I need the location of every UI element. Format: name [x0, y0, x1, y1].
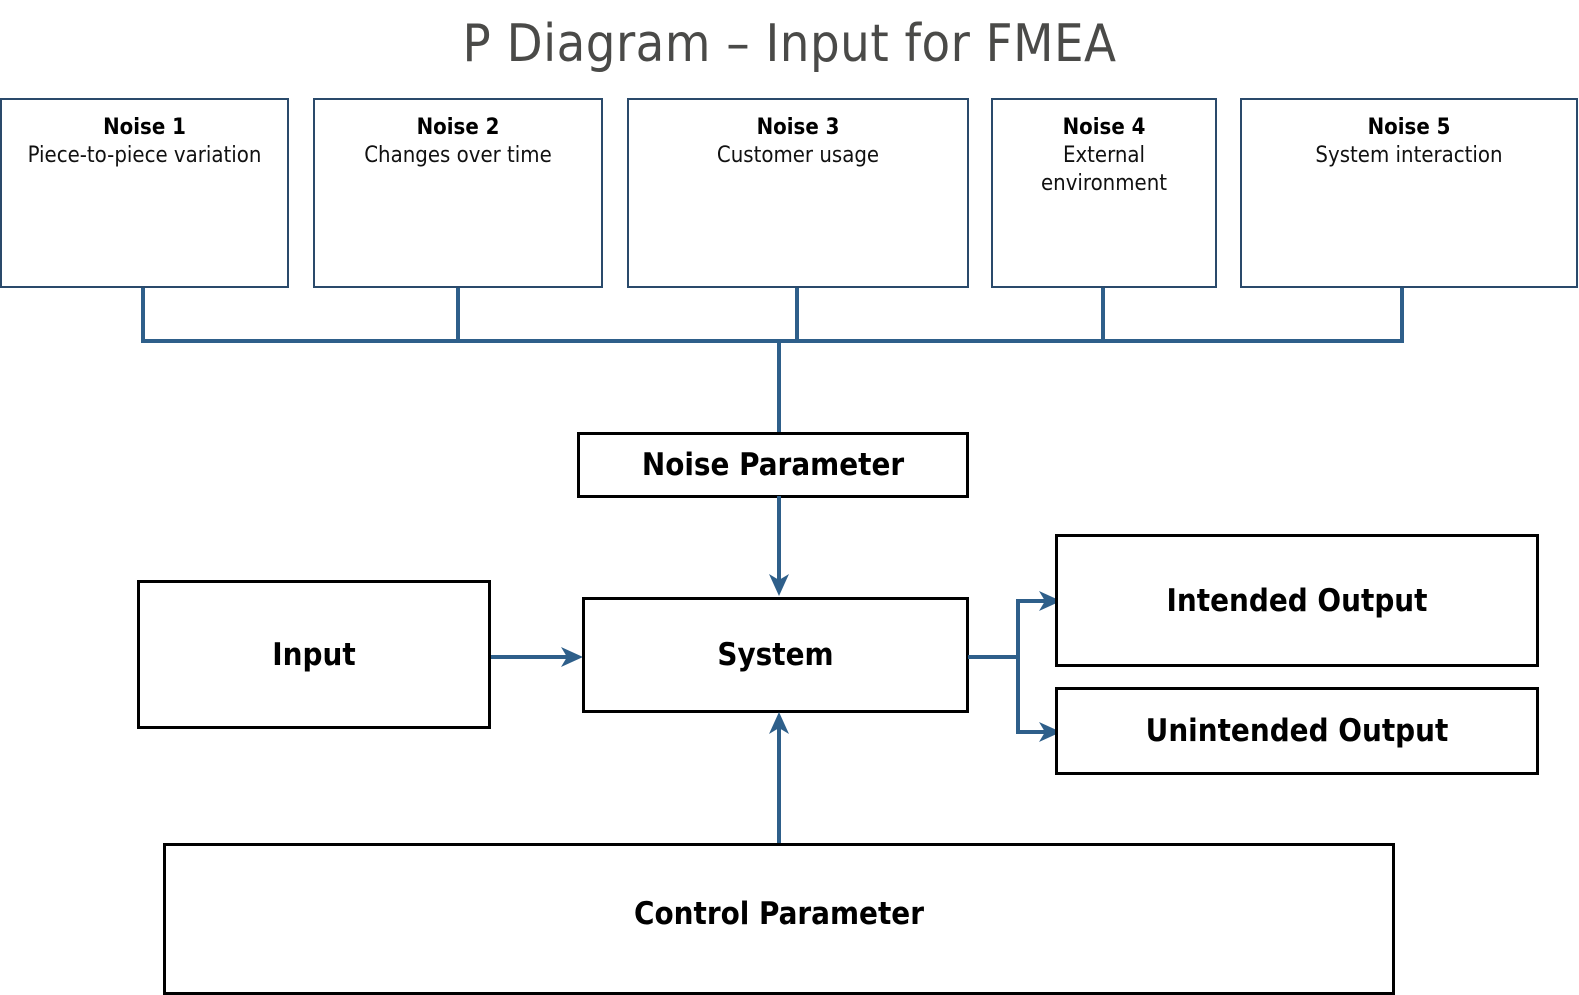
unintended-output-box[interactable]: Unintended Output — [1055, 687, 1539, 775]
system-label: System — [717, 637, 834, 673]
noise-box-3-title: Noise 3 — [756, 115, 840, 140]
noise-box-2-title: Noise 2 — [416, 115, 500, 140]
noise-box-1-description: Piece-to-piece variation — [27, 143, 262, 169]
noise-box-5-description: System interaction — [1315, 143, 1503, 169]
noise-box-5[interactable]: Noise 5 System interaction — [1240, 98, 1578, 288]
noise-box-4-description: External environment — [1040, 143, 1167, 197]
noise-parameter-label: Noise Parameter — [641, 447, 905, 483]
arrow-system-to-intended-output — [1016, 591, 1061, 611]
intended-output-label: Intended Output — [1166, 582, 1428, 619]
noise-box-5-title: Noise 5 — [1367, 115, 1451, 140]
control-parameter-label: Control Parameter — [634, 896, 924, 932]
noise-box-4-title: Noise 4 — [1062, 115, 1146, 140]
noise-box-3-description: Customer usage — [716, 143, 880, 169]
noise-parameter-box[interactable]: Noise Parameter — [577, 432, 969, 498]
system-box[interactable]: System — [582, 597, 969, 713]
arrow-input-to-system — [491, 647, 583, 667]
arrow-control-parameter-to-system — [769, 712, 789, 844]
noise-box-2-description: Changes over time — [364, 143, 552, 169]
noise-collector-bus — [141, 339, 1404, 343]
noise-3-drop-line — [795, 288, 799, 343]
arrow-noise-parameter-to-system — [769, 496, 789, 596]
noise-box-2[interactable]: Noise 2 Changes over time — [313, 98, 603, 288]
noise-2-drop-line — [456, 288, 460, 343]
system-output-stub — [968, 655, 1020, 659]
arrow-system-to-unintended-output — [1016, 722, 1061, 742]
noise-box-1[interactable]: Noise 1 Piece-to-piece variation — [0, 98, 289, 288]
noise-box-1-title: Noise 1 — [103, 115, 186, 140]
page-title: P Diagram – Input for FMEA — [462, 14, 1117, 74]
control-parameter-box[interactable]: Control Parameter — [163, 843, 1395, 995]
noise-box-4[interactable]: Noise 4 External environment — [991, 98, 1217, 288]
noise-box-3[interactable]: Noise 3 Customer usage — [627, 98, 969, 288]
noise-1-drop-line — [141, 288, 145, 343]
unintended-output-label: Unintended Output — [1145, 713, 1449, 749]
noise-4-drop-line — [1101, 288, 1105, 343]
system-output-bus — [1016, 600, 1020, 734]
input-box[interactable]: Input — [137, 580, 491, 729]
input-label: Input — [272, 636, 356, 673]
intended-output-box[interactable]: Intended Output — [1055, 534, 1539, 667]
noise-5-drop-line — [1400, 288, 1404, 343]
noise-bus-to-parameter-line — [777, 339, 781, 434]
